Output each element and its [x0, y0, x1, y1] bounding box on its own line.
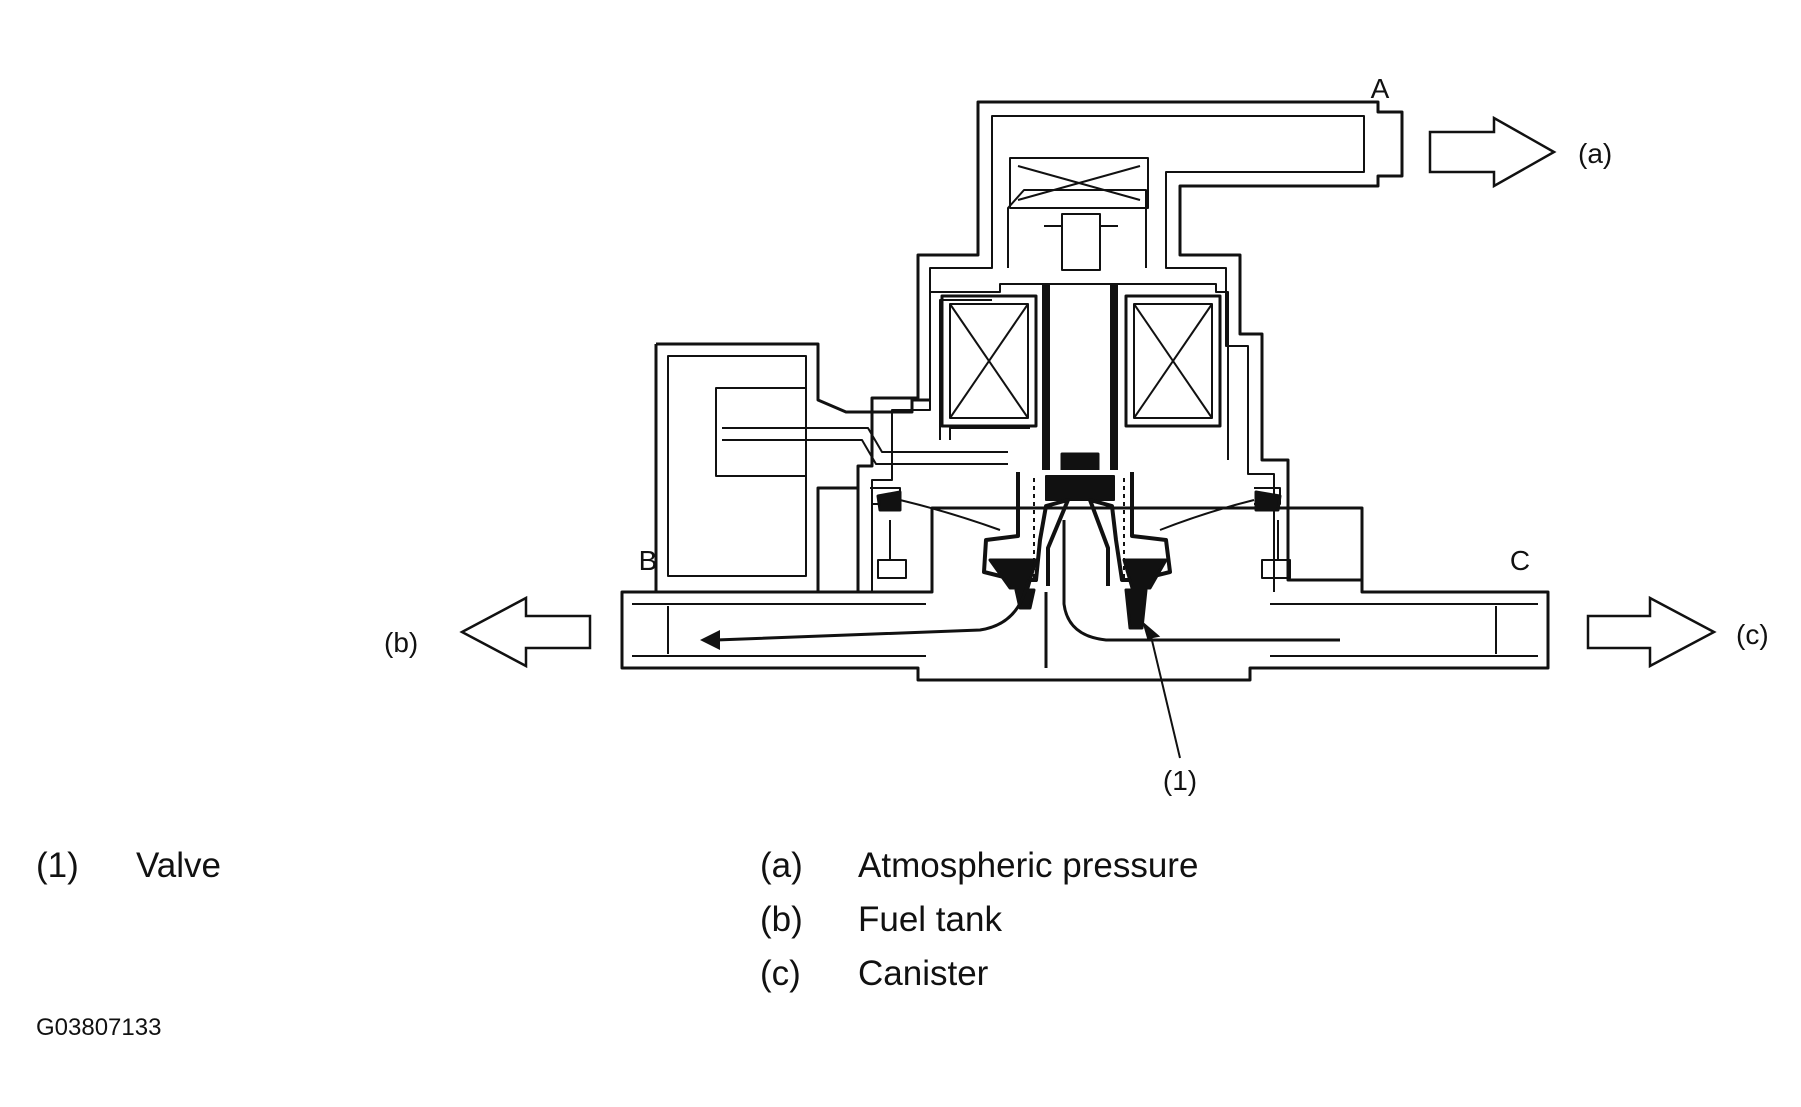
valve-body: [856, 100, 1404, 592]
solenoid-coil-left: [940, 294, 1038, 428]
callout-label-1: (1): [1163, 765, 1197, 796]
flow-path: [700, 520, 1340, 650]
flow-label-a: (a): [1578, 138, 1612, 169]
upper-coil: [1009, 157, 1149, 209]
main-pipe: [620, 506, 1550, 682]
electrical-connector: [654, 342, 1030, 594]
flow-label-c: (c): [1736, 619, 1769, 650]
arrow-c: [1586, 595, 1717, 669]
arrow-a: [1428, 115, 1557, 189]
legend-text: Valve: [136, 846, 221, 885]
solenoid-coil-right: [1124, 294, 1222, 428]
plunger: [1042, 213, 1118, 501]
port-label-a: A: [1371, 73, 1390, 104]
legend-text: Canister: [858, 954, 989, 993]
callout-leader: [1142, 621, 1181, 759]
legend-port-a: (a) Atmospheric pressure: [760, 846, 1360, 886]
arrow-b: [459, 595, 592, 669]
port-label-c: C: [1510, 545, 1530, 576]
flow-label-b: (b): [384, 627, 418, 658]
legend-port-b: (b) Fuel tank: [760, 900, 1360, 940]
legend-text: Fuel tank: [858, 900, 1002, 939]
legend-text: Atmospheric pressure: [858, 846, 1199, 885]
legend-port-c: (c) Canister: [760, 954, 1360, 994]
outlet-arrows: [459, 115, 1717, 669]
legend-code: (c): [760, 954, 801, 993]
figure-id: G03807133: [36, 1014, 162, 1041]
legend-code: (1): [36, 846, 79, 885]
legend-code: (b): [760, 900, 803, 939]
legend-part-1: (1) Valve: [36, 846, 336, 886]
legend-code: (a): [760, 846, 803, 885]
port-label-b: B: [639, 545, 658, 576]
